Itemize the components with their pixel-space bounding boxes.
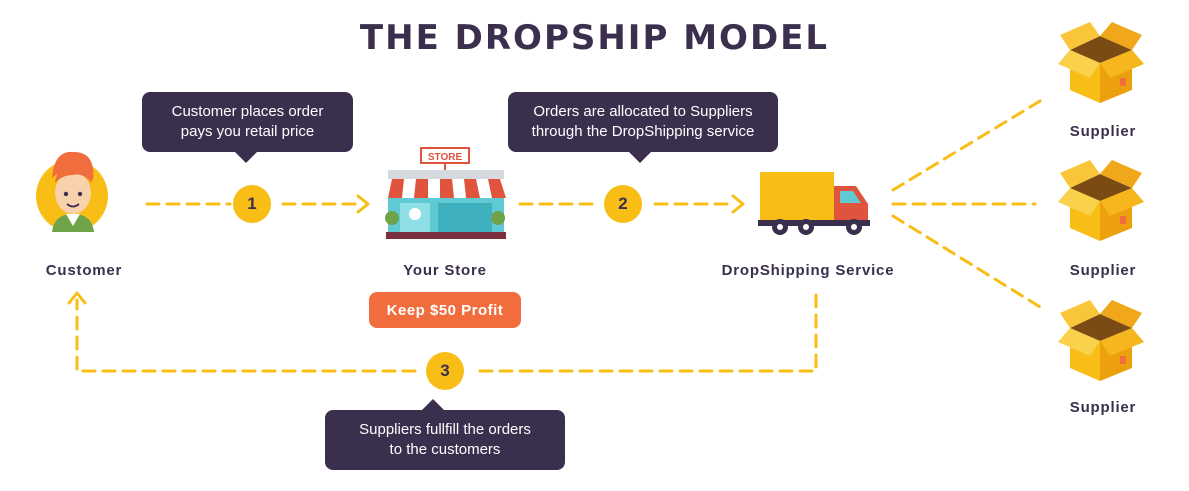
arrowhead-store [356,194,370,214]
bubble-step2-line1: Orders are allocated to Suppliers [533,103,753,120]
bubble-step3-line1: Suppliers fullfill the orders [359,421,531,438]
bubble-step2-line2: through the DropShipping service [531,123,755,140]
store-illustration [380,147,512,239]
step-2-marker: 2 [604,185,642,223]
bubble-step1-line1: Customer places order [171,103,324,120]
connector-service-step3 [478,293,818,373]
truck-illustration [758,172,870,235]
customer-avatar [36,151,108,232]
connector-service-supplier3 [891,214,1047,312]
bubble-step3-line2: to the customers [389,441,501,458]
store-sign: STORE [428,152,463,163]
supplier-label-2: Supplier [1069,262,1137,279]
bubble-step1-line2: pays you retail price [180,123,315,140]
bubble-step2: Orders are allocated to Suppliers throug… [508,92,778,163]
bubble-step1: Customer places order pays you retail pr… [142,92,353,163]
connector-step3-customer [75,298,417,373]
store-label: Your Store [403,262,487,279]
customer-label: Customer [45,262,123,279]
step-3-marker: 3 [426,352,464,390]
supplier-box-icon [1058,160,1144,241]
arrowhead-customer [67,291,87,305]
step-1-marker: 1 [233,185,271,223]
profit-badge: Keep $50 Profit [369,292,521,328]
service-label: DropShipping Service [721,262,895,279]
connector-service-supplier1 [891,96,1047,192]
supplier-label-1: Supplier [1069,123,1137,140]
supplier-label-3: Supplier [1069,399,1137,416]
bubble-step3: Suppliers fullfill the orders to the cus… [325,399,565,470]
supplier-box-icon [1058,300,1144,381]
arrowhead-service [731,194,745,214]
page-title: THE DROPSHIP MODEL [359,18,830,58]
